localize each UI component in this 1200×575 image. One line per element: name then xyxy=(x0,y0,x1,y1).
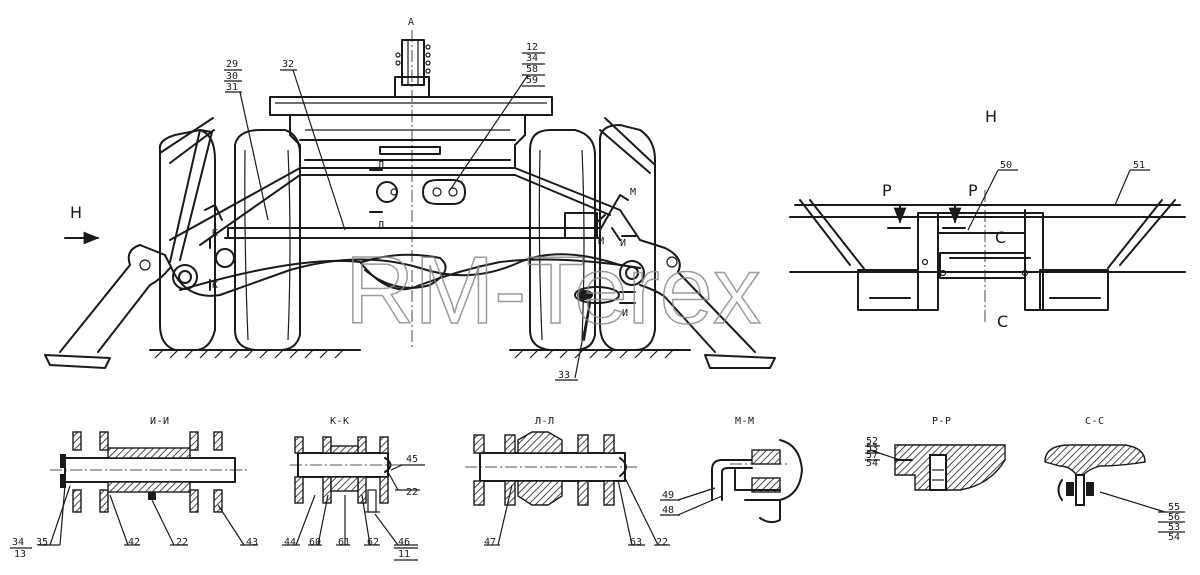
right-outrigger xyxy=(599,117,776,369)
kk-callout-62: 62 xyxy=(367,537,379,548)
section-kk-title: К-К xyxy=(330,416,350,427)
kk-callout-61: 61 xyxy=(338,537,350,548)
kk-callout-11: 11 xyxy=(398,549,410,560)
ii-callout-43: 43 xyxy=(246,537,258,548)
ii-callout-34: 34 xyxy=(12,537,24,548)
c1-label: С xyxy=(995,228,1006,247)
section-ll: Л-Л 47 63 22 xyxy=(465,416,670,548)
section-kk: К-К 45 22 44 60 61 62 46 11 xyxy=(282,416,425,561)
view-h-detail-label: Н xyxy=(985,107,997,126)
section-pp-title: Р-Р xyxy=(932,416,952,427)
p2-label: Р xyxy=(968,181,978,200)
callout-31: 31 xyxy=(226,82,238,93)
cc-callout-54: 54 xyxy=(1168,532,1180,543)
upper-platform xyxy=(269,96,553,169)
pp-callout-57: 57 xyxy=(866,450,878,461)
i1-label: И xyxy=(620,238,626,249)
callout-12-59: 12 34 58 59 xyxy=(522,42,545,87)
mm-callout-48: 48 xyxy=(662,505,674,516)
section-cc: С-С 55 56 53 54 xyxy=(1044,416,1185,543)
callout-51: 51 xyxy=(1133,160,1145,171)
kk-callout-22: 22 xyxy=(406,487,418,498)
section-mm: М-М 49 48 xyxy=(660,416,803,524)
section-mm-title: М-М xyxy=(735,416,755,427)
p1-label: Р xyxy=(882,181,892,200)
c2-label: С xyxy=(997,312,1008,331)
ll-callout-63: 63 xyxy=(630,537,642,548)
callout-33: 33 xyxy=(558,370,570,381)
callout-58: 58 xyxy=(526,64,538,75)
pp-callout-53: 53 xyxy=(866,443,878,454)
ground xyxy=(149,349,691,359)
pp-callout-52: 52 xyxy=(866,436,878,447)
cc-callout-56: 56 xyxy=(1168,512,1180,523)
kk-callout-46: 46 xyxy=(398,537,410,548)
watermark: RM-Terex xyxy=(345,237,761,344)
callout-59: 59 xyxy=(526,75,538,86)
section-pp: Р-Р 52 53 57 54 xyxy=(865,416,1006,491)
l2-label: Л xyxy=(378,220,384,231)
kk-callout-60: 60 xyxy=(309,537,321,548)
callout-32: 32 xyxy=(282,59,294,70)
i2-label: И xyxy=(622,308,628,319)
m2-label: М xyxy=(598,236,604,247)
view-a-label: А xyxy=(408,17,415,28)
callout-29: 29 xyxy=(226,59,238,70)
l1-label: Л xyxy=(378,160,384,171)
ii-callout-42: 42 xyxy=(128,537,140,548)
ii-callout-13: 13 xyxy=(14,549,26,560)
section-ll-title: Л-Л xyxy=(535,416,555,427)
main-view: Н А К К Л Л М М И И 29 30 31 xyxy=(44,17,1150,381)
section-ii: И-И 34 35 13 42 22 43 xyxy=(10,416,258,560)
ii-callout-35: 35 xyxy=(36,537,48,548)
callout-30: 30 xyxy=(226,71,238,82)
callout-34: 34 xyxy=(526,53,538,64)
ll-callout-22: 22 xyxy=(656,537,668,548)
view-h-detail: Н Р Р С С 50 51 xyxy=(789,107,1186,331)
main-frame xyxy=(164,167,641,297)
section-markers xyxy=(209,169,637,304)
ii-callout-22: 22 xyxy=(176,537,188,548)
left-outrigger xyxy=(44,117,223,369)
section-ii-title: И-И xyxy=(150,416,170,427)
m1-label: М xyxy=(630,187,636,198)
tyres xyxy=(158,124,656,351)
callout-12: 12 xyxy=(526,42,538,53)
kk-callout-44: 44 xyxy=(284,537,296,548)
cc-callout-53: 53 xyxy=(1168,522,1180,533)
ll-callout-47: 47 xyxy=(484,537,496,548)
view-h-label: Н xyxy=(70,203,82,222)
kk-callout-45: 45 xyxy=(406,454,418,465)
callout-50: 50 xyxy=(1000,160,1012,171)
leaders-top xyxy=(225,69,1150,381)
pins xyxy=(172,179,645,341)
k2-label: К xyxy=(212,280,218,291)
cc-callout-55: 55 xyxy=(1168,502,1180,513)
k1-label: К xyxy=(212,228,218,239)
king-pin xyxy=(394,30,431,350)
section-cc-title: С-С xyxy=(1085,416,1105,427)
pp-callout-54: 54 xyxy=(866,458,878,469)
callout-29-31: 29 30 31 xyxy=(224,59,242,93)
mm-callout-49: 49 xyxy=(662,490,674,501)
